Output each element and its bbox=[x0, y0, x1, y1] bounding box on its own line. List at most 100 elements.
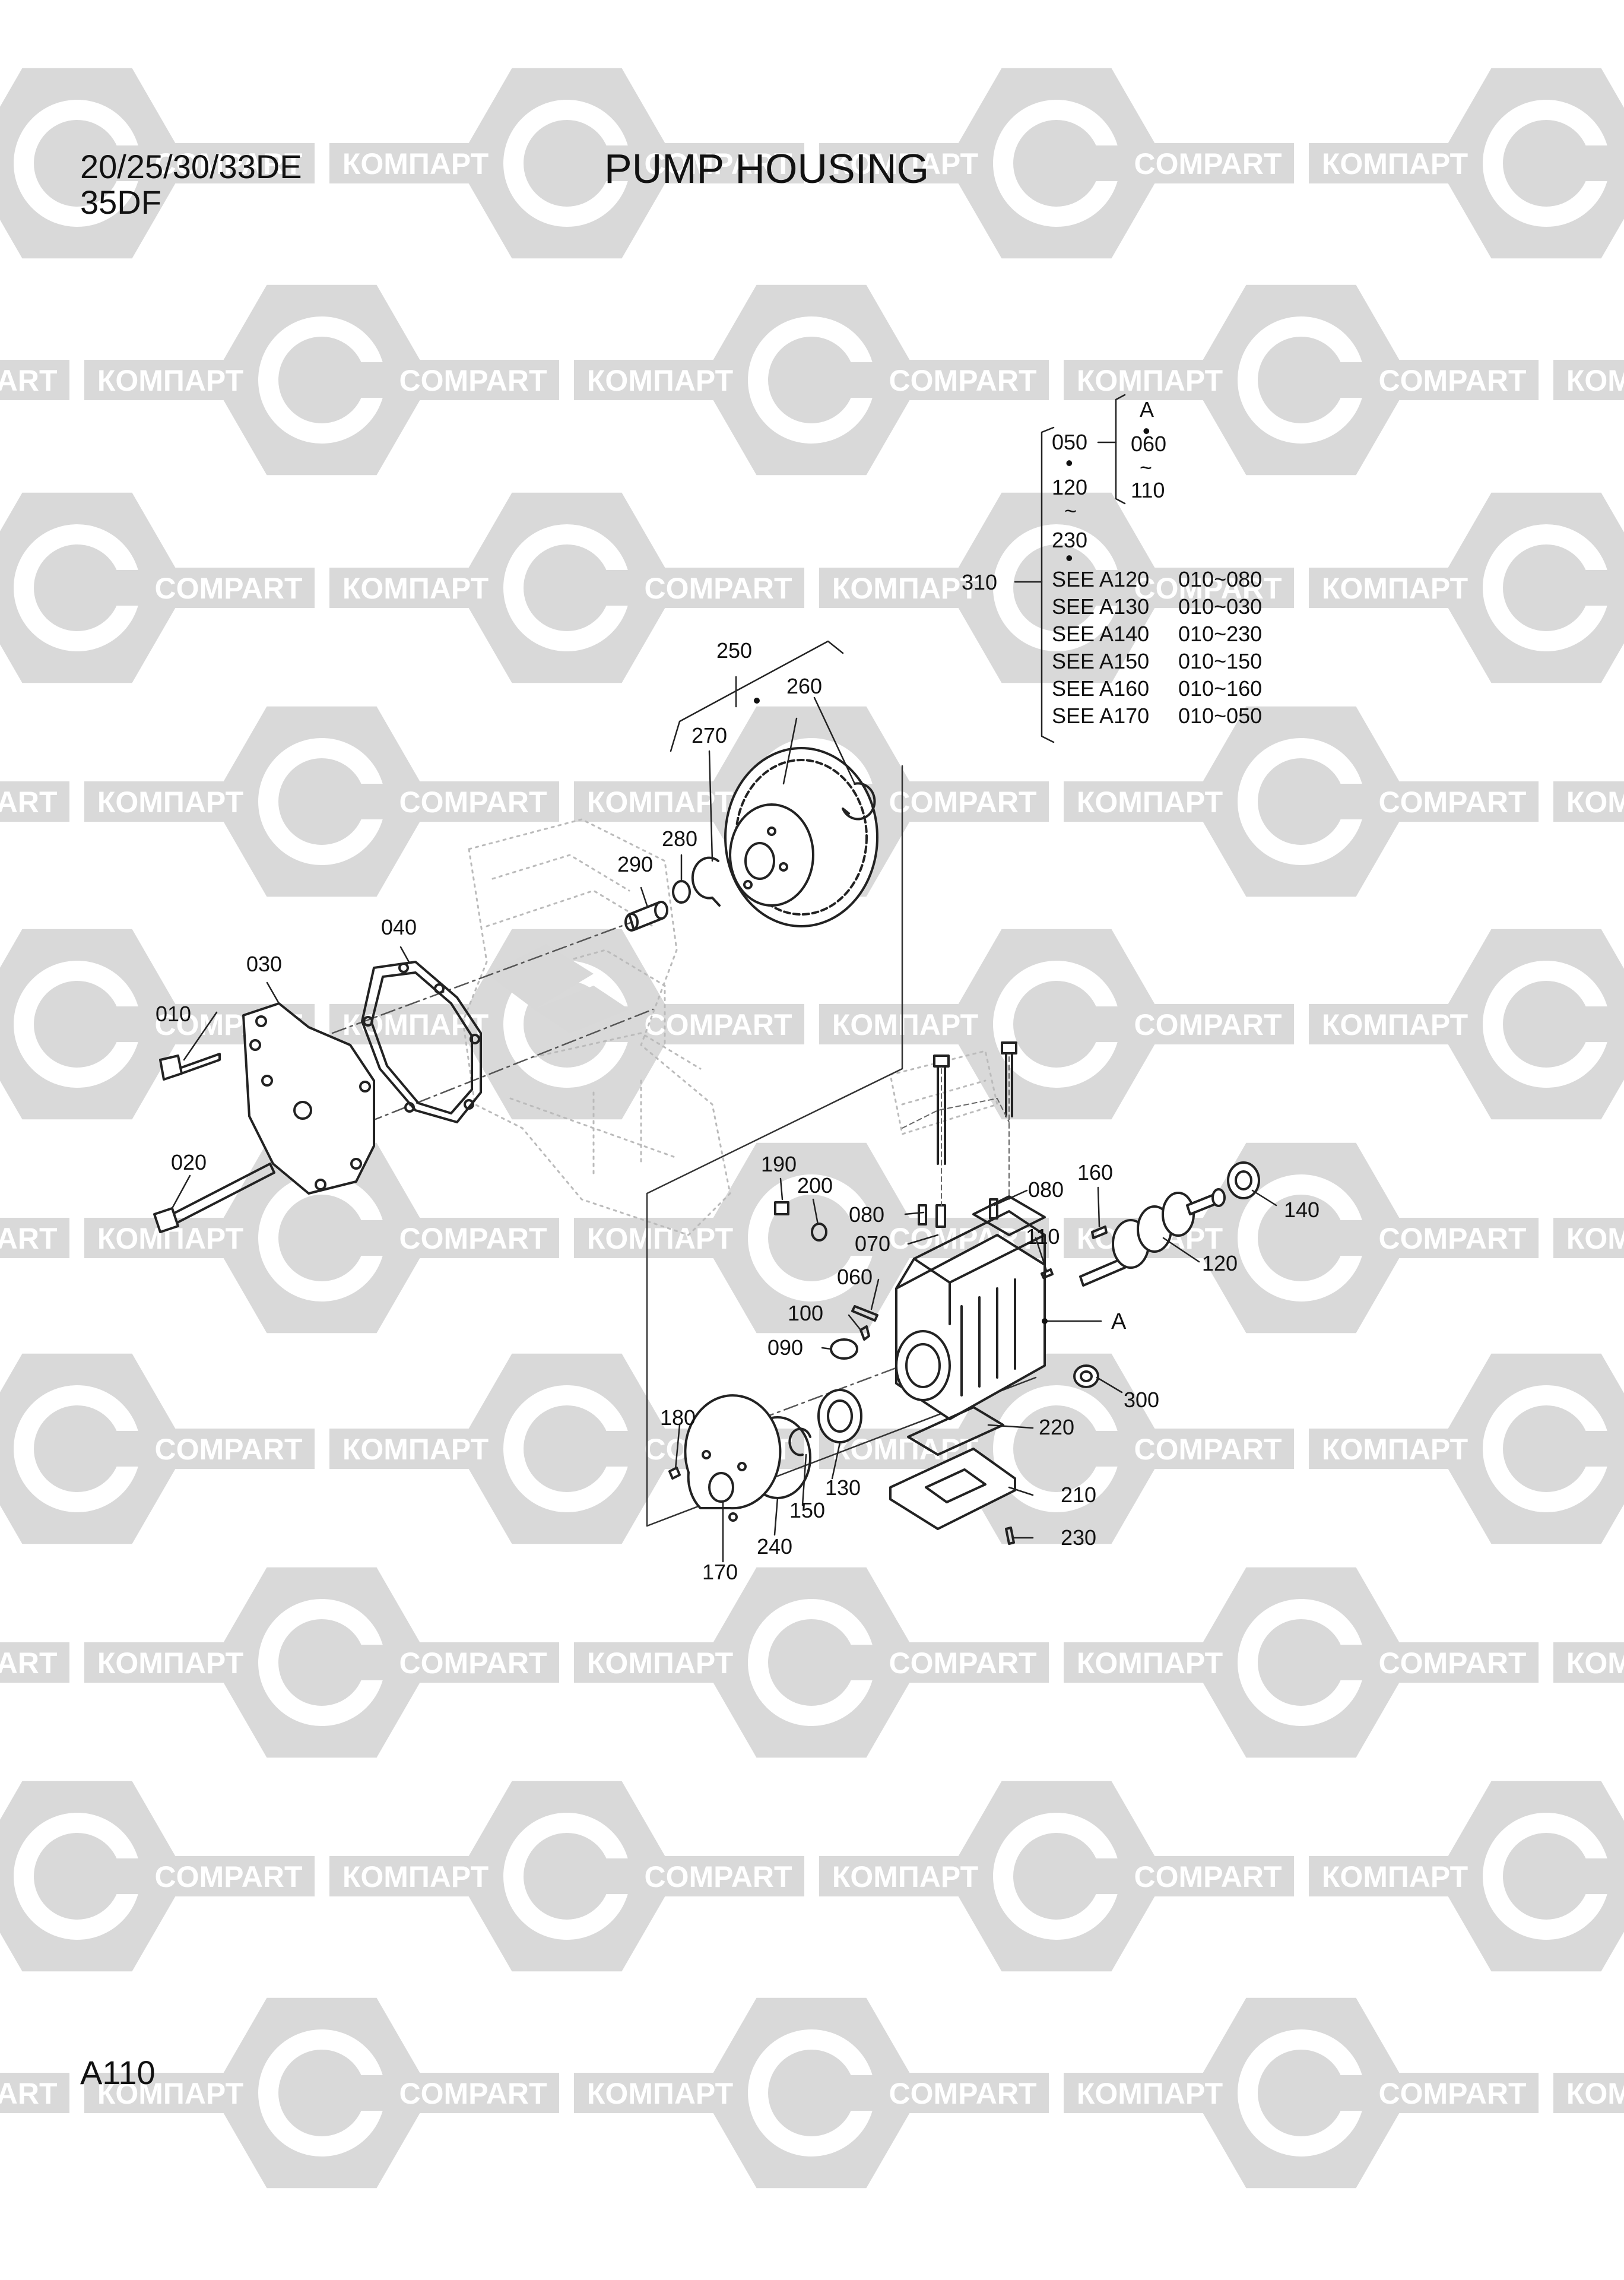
bearing-130 bbox=[817, 1389, 862, 1443]
part-label: 270 bbox=[692, 723, 727, 748]
gear-250 bbox=[724, 747, 878, 927]
part-label: 080 bbox=[849, 1202, 884, 1227]
gasket-040 bbox=[361, 961, 482, 1123]
watermark-text-latin: COMPART bbox=[644, 147, 792, 180]
part-label: 080 bbox=[1028, 1177, 1064, 1202]
watermark-text-latin: COMPART bbox=[889, 364, 1036, 397]
legend: 310 050 • 120 ~ 230 • A • 060 ~ 110 SEE … bbox=[962, 397, 1262, 728]
watermark-text-cyrillic: КОМПАРТ bbox=[832, 572, 978, 605]
watermark-text-latin: COMPART bbox=[1134, 147, 1282, 180]
assembly-axis-line bbox=[331, 913, 951, 1420]
watermark-text-latin: COMPART bbox=[1378, 1222, 1526, 1255]
watermark-text-latin: COMPART bbox=[889, 786, 1036, 819]
part-label: 160 bbox=[1077, 1160, 1113, 1185]
legend-main-to: 230 bbox=[1052, 528, 1087, 552]
small-parts-060-100-090 bbox=[830, 1305, 878, 1360]
leader-lines bbox=[171, 696, 1277, 1563]
watermark-text-latin: COMPART bbox=[399, 2077, 547, 2110]
watermark-logo: КОМПАРТ COMPART bbox=[329, 1781, 804, 1972]
see-ref-sheet: SEE A150 bbox=[1052, 649, 1149, 673]
watermark-text-latin: COMPART bbox=[399, 786, 547, 819]
watermark-text-cyrillic: КОМПАРТ bbox=[832, 1860, 978, 1893]
snap-ring-270 bbox=[842, 782, 876, 821]
see-ref-range: 010~160 bbox=[1178, 676, 1262, 701]
bushing-280 bbox=[624, 901, 668, 932]
watermark-text-cyrillic: КОМПАРТ bbox=[587, 2077, 733, 2110]
part-label: 040 bbox=[381, 915, 417, 939]
part-label: 210 bbox=[1061, 1483, 1096, 1507]
watermark-text-latin: COMPART bbox=[0, 1646, 58, 1680]
see-ref-sheet: SEE A120 bbox=[1052, 567, 1149, 591]
snap-ring-150 bbox=[788, 1427, 811, 1456]
watermark-text-cyrillic: КОМПАРТ bbox=[1566, 1222, 1624, 1255]
watermark-text-latin: COMPART bbox=[644, 1860, 792, 1893]
watermark-text-cyrillic: КОМПАРТ bbox=[97, 786, 243, 819]
watermark-text-latin: COMPART bbox=[1134, 1860, 1282, 1893]
watermark-logo: КОМПАРТ COMPART bbox=[84, 1997, 559, 2189]
engine-ghost-fill bbox=[487, 944, 629, 1033]
watermark-logo: КОМПАРТ COMPART bbox=[329, 68, 804, 259]
dashed-guide-lines bbox=[902, 1056, 1010, 1206]
legend-sub-letter: A bbox=[1140, 397, 1154, 422]
ref-dots bbox=[754, 698, 1048, 1324]
watermark-text-cyrillic: КОМПАРТ bbox=[342, 1860, 489, 1893]
watermark-text-cyrillic: КОМПАРТ bbox=[1566, 1646, 1624, 1680]
part-label: 100 bbox=[788, 1301, 823, 1325]
part-labels: 010 020 030 040 060 070 080 080 090 100 … bbox=[156, 638, 1320, 1584]
legend-assembly-no: 310 bbox=[962, 570, 997, 594]
washer-290 bbox=[672, 880, 691, 904]
part-label: 190 bbox=[761, 1152, 797, 1176]
part-label: 260 bbox=[786, 674, 822, 698]
watermark-text-latin: COMPART bbox=[0, 364, 58, 397]
watermark-text-cyrillic: КОМПАРТ bbox=[97, 2077, 243, 2110]
assembly-ref-label: A bbox=[1111, 1309, 1127, 1334]
see-ref-sheet: SEE A130 bbox=[1052, 594, 1149, 619]
watermark-text-cyrillic: КОМПАРТ bbox=[1077, 1646, 1223, 1680]
camshaft-120 bbox=[1079, 1188, 1226, 1287]
see-ref-range: 010~230 bbox=[1178, 622, 1262, 646]
part-label: 150 bbox=[789, 1498, 825, 1522]
bearing-140 bbox=[1227, 1161, 1260, 1199]
watermark-text-cyrillic: КОМПАРТ bbox=[832, 1008, 978, 1041]
watermark-text-cyrillic: КОМПАРТ bbox=[1322, 1433, 1468, 1466]
watermark-text-cyrillic: КОМПАРТ bbox=[97, 364, 243, 397]
watermark-text-latin: COMPART bbox=[644, 1008, 792, 1041]
part-label: 180 bbox=[660, 1405, 696, 1430]
watermark-text-latin: COMPART bbox=[0, 2077, 58, 2110]
part-label: 220 bbox=[1039, 1415, 1074, 1439]
part-label: 140 bbox=[1284, 1198, 1320, 1222]
legend-bullet: • bbox=[1065, 451, 1073, 475]
seal-300 bbox=[1073, 1364, 1099, 1388]
watermark-text-cyrillic: КОМПАРТ bbox=[342, 572, 489, 605]
watermark-text-cyrillic: КОМПАРТ bbox=[342, 147, 489, 180]
cover-030 bbox=[242, 1002, 375, 1195]
cover-plate-210 bbox=[889, 1448, 1016, 1530]
legend-sub-from: 060 bbox=[1131, 432, 1166, 456]
watermark-text-cyrillic: КОМПАРТ bbox=[1077, 364, 1223, 397]
part-label: 130 bbox=[825, 1475, 861, 1500]
flange-170 bbox=[684, 1394, 782, 1522]
